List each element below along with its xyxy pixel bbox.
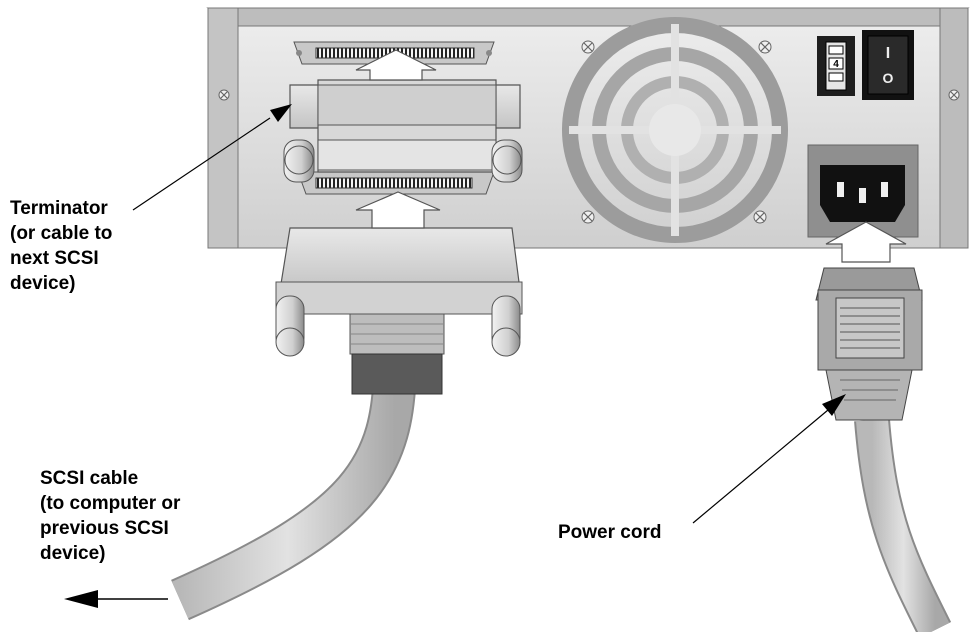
callout-power-cord <box>692 394 846 524</box>
power-cord-plug <box>815 267 923 421</box>
scsi-cable <box>171 359 417 621</box>
scsi-id-selector[interactable]: 4 <box>817 36 855 96</box>
fan-grille <box>562 17 788 243</box>
arrow-terminator-to-port <box>355 49 437 81</box>
terminator <box>283 79 523 183</box>
scsi-id-value: 4 <box>833 59 839 70</box>
arrow-cable-to-port <box>355 191 441 229</box>
power-inlet <box>807 144 919 238</box>
power-on-symbol: I <box>886 45 890 62</box>
scsi-port-bottom <box>297 171 495 195</box>
power-cord-cable <box>854 418 952 632</box>
label-scsi-cable: SCSI cable (to computer or previous SCSI… <box>40 468 181 564</box>
scsi-cable-connector <box>275 227 523 395</box>
callout-terminator <box>132 104 292 211</box>
arrow-to-computer <box>64 590 168 608</box>
label-terminator: Terminator (or cable to next SCSI device… <box>10 198 113 294</box>
arrow-plug-to-inlet <box>825 221 907 263</box>
fan-screws <box>581 40 772 224</box>
label-power-cord: Power cord <box>558 522 662 543</box>
power-switch[interactable]: I O <box>862 30 914 100</box>
power-off-symbol: O <box>883 70 894 86</box>
